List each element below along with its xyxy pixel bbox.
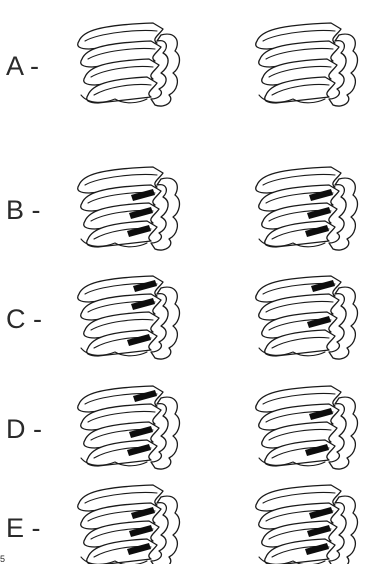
right-motif [256, 386, 358, 469]
row-label: C - [6, 304, 42, 334]
left-motif [78, 485, 180, 564]
right-panel [256, 23, 358, 106]
right-motif [256, 167, 358, 250]
left-motif [78, 23, 180, 106]
row-2: B - [6, 167, 357, 250]
right-motif [256, 23, 358, 106]
right-panel [256, 276, 358, 359]
left-panel [78, 276, 180, 359]
row-4: D - [6, 386, 357, 469]
left-panel [78, 485, 180, 564]
right-motif [256, 485, 358, 564]
right-panel [256, 167, 358, 250]
page-mark: 5 [0, 554, 5, 564]
row-5: E - [6, 485, 357, 564]
left-panel [78, 167, 180, 250]
row-label: D - [6, 414, 42, 444]
left-motif [78, 386, 180, 469]
left-motif [78, 276, 180, 359]
row-1: A - [6, 23, 357, 106]
left-panel [78, 23, 180, 106]
left-panel [78, 386, 180, 469]
left-motif [78, 167, 180, 250]
right-panel [256, 485, 358, 564]
row-label: A - [6, 51, 39, 81]
row-label: B - [6, 195, 41, 225]
row-layer: A - B - C - D - E - [6, 23, 357, 564]
right-motif [256, 276, 358, 359]
right-panel [256, 386, 358, 469]
row-label: E - [6, 513, 41, 543]
row-3: C - [6, 276, 357, 359]
